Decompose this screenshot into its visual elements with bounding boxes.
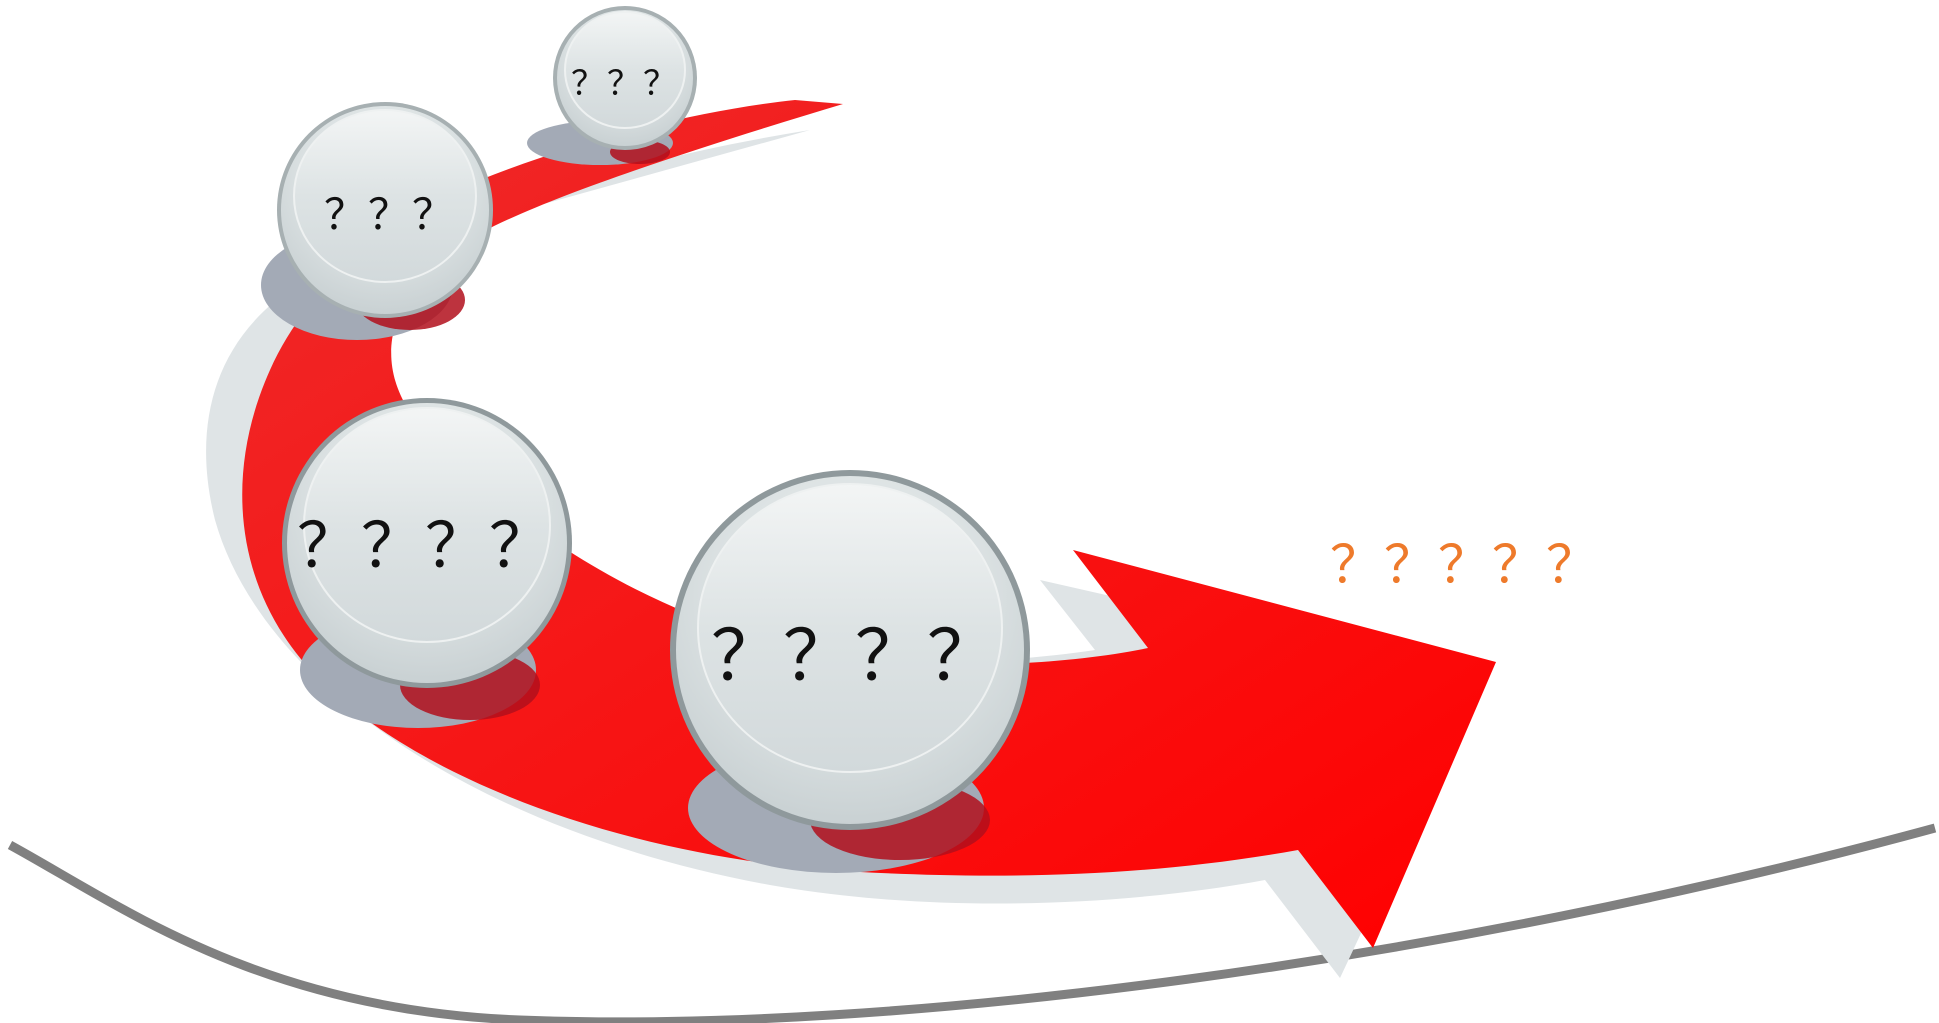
bubble-medium xyxy=(282,398,572,688)
bubble-large xyxy=(670,470,1030,830)
bubble-small-top xyxy=(553,6,697,150)
node-label-small-top: ？？？ xyxy=(571,63,679,104)
node-label-large: ？？？？ xyxy=(711,614,999,697)
node-label-small-left: ？？？ xyxy=(323,189,456,239)
accent-label: ？？？？？ xyxy=(1329,535,1600,596)
ground-curve xyxy=(7,823,1937,1023)
bubble-small-left xyxy=(277,102,493,318)
red-arrow xyxy=(242,100,1496,948)
node-label-medium: ？？？？ xyxy=(296,509,553,582)
